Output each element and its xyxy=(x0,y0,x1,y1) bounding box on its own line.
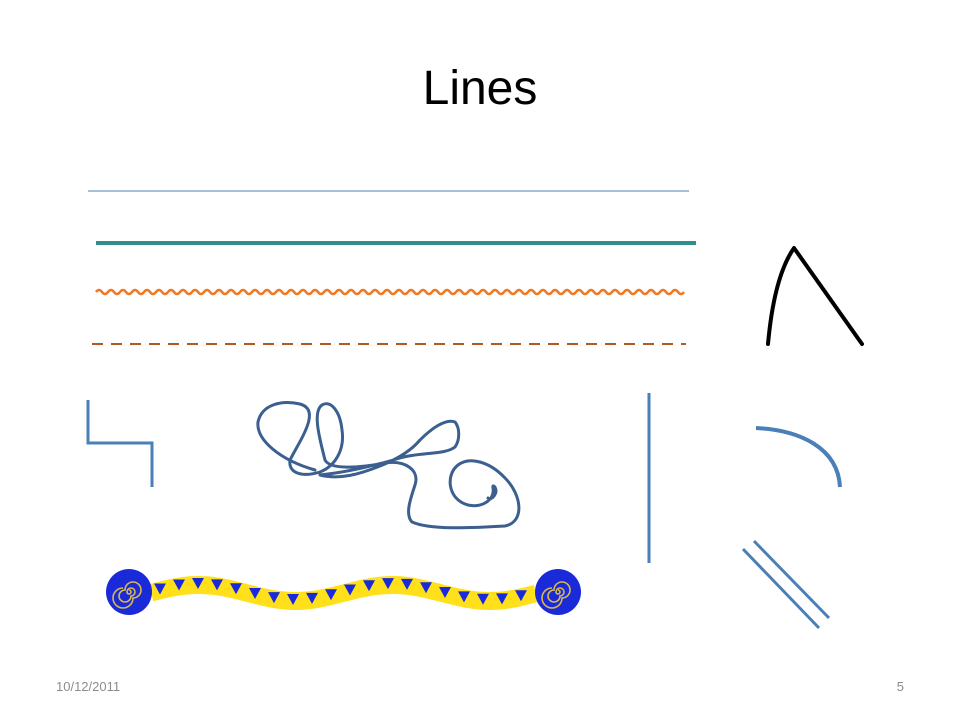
ribbon-triangle-5 xyxy=(249,588,261,599)
ribbon-triangle-14 xyxy=(420,582,432,594)
ribbon-triangle-17 xyxy=(477,593,489,605)
black-angle-line xyxy=(766,246,864,346)
ribbon-triangle-18 xyxy=(496,593,508,605)
step-line xyxy=(86,400,154,487)
ribbon-body xyxy=(150,576,537,610)
ribbon-triangle-19 xyxy=(515,590,527,602)
slide-title: Lines xyxy=(422,62,538,115)
wavy-orange-line xyxy=(95,288,685,296)
ribbon-left-spiral-disc xyxy=(106,569,152,615)
ribbon-triangle-11 xyxy=(363,580,375,592)
footer-page-number: 5 xyxy=(896,679,904,694)
parallel-line-1 xyxy=(752,539,831,620)
ribbon-right-spiral-disc xyxy=(535,569,581,615)
parallel-line-2 xyxy=(741,547,821,630)
ribbon-triangle-9 xyxy=(325,589,337,601)
ribbon-triangle-8 xyxy=(306,592,318,604)
ribbon-right-spiral xyxy=(541,581,571,609)
decorative-ribbon xyxy=(106,569,581,615)
ribbon-triangle-10 xyxy=(344,584,356,596)
ribbon-triangle-4 xyxy=(230,583,242,595)
ribbon-triangle-2 xyxy=(192,578,204,589)
ribbon-triangle-6 xyxy=(268,592,280,604)
footer-date: 10/12/2011 xyxy=(56,679,121,694)
ribbon-triangle-0 xyxy=(154,583,166,595)
ribbon-triangle-15 xyxy=(439,587,451,598)
ribbon-triangle-12 xyxy=(382,578,394,590)
scribble-line xyxy=(256,401,521,530)
ribbon-triangle-1 xyxy=(173,579,185,591)
ribbon-triangle-3 xyxy=(211,579,223,591)
ribbon-left-spiral xyxy=(112,581,142,609)
arc-line xyxy=(755,426,842,488)
ribbon-triangles xyxy=(154,578,527,605)
ribbon-triangle-7 xyxy=(287,594,299,605)
ribbon-triangle-16 xyxy=(458,591,470,603)
ribbon-triangle-13 xyxy=(401,578,413,590)
